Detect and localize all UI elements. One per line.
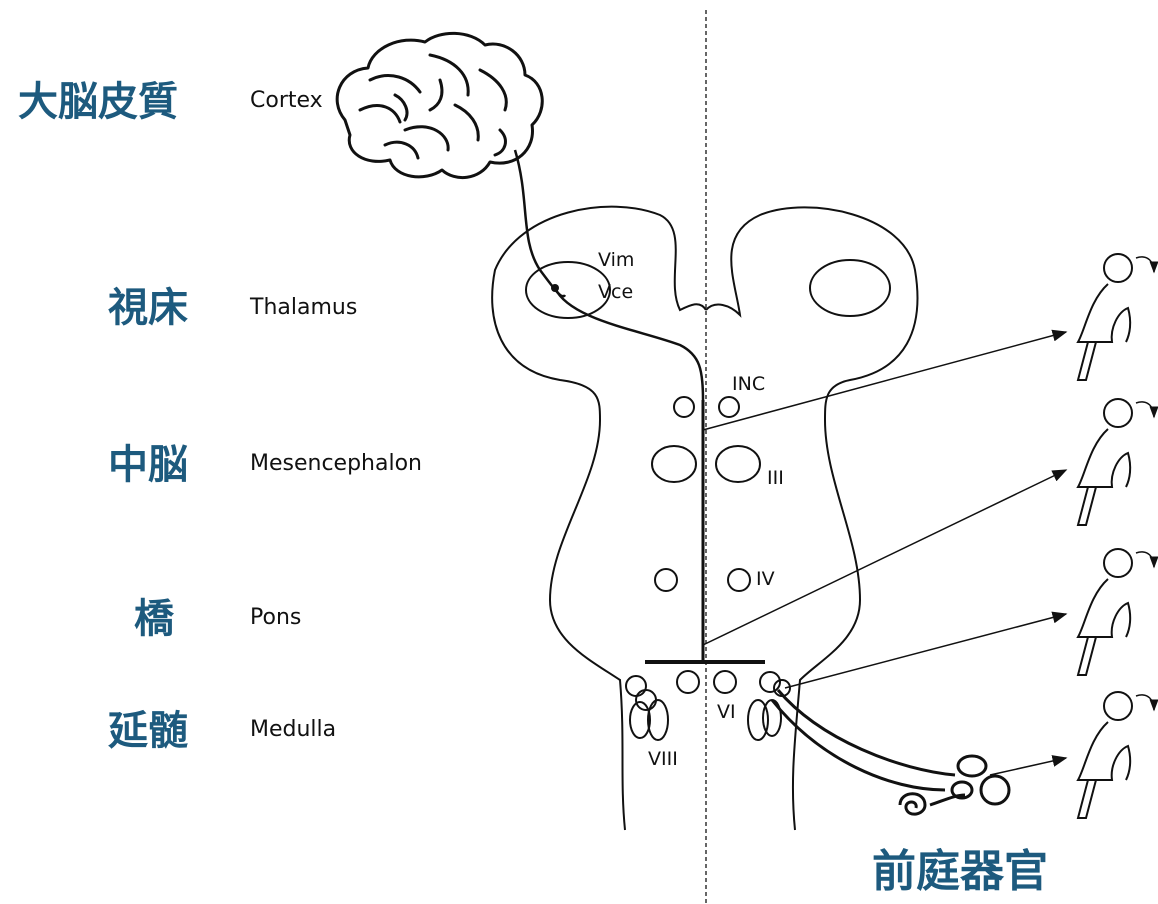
iv-label: IV <box>756 568 775 590</box>
viii-label: VIII <box>648 748 678 770</box>
vestibular-organ-icon <box>900 756 1009 814</box>
person-figure-1 <box>1078 254 1154 380</box>
inc-label: INC <box>732 373 765 395</box>
person-figure-3 <box>1078 549 1154 675</box>
brain-icon <box>337 33 542 177</box>
vim-label: Vim <box>598 249 634 271</box>
vce-label: Vce <box>598 281 633 303</box>
vi-label: VI <box>717 701 736 723</box>
iii-label: III <box>767 467 784 489</box>
person-figure-2 <box>1078 399 1154 525</box>
person-figure-4 <box>1078 692 1154 818</box>
